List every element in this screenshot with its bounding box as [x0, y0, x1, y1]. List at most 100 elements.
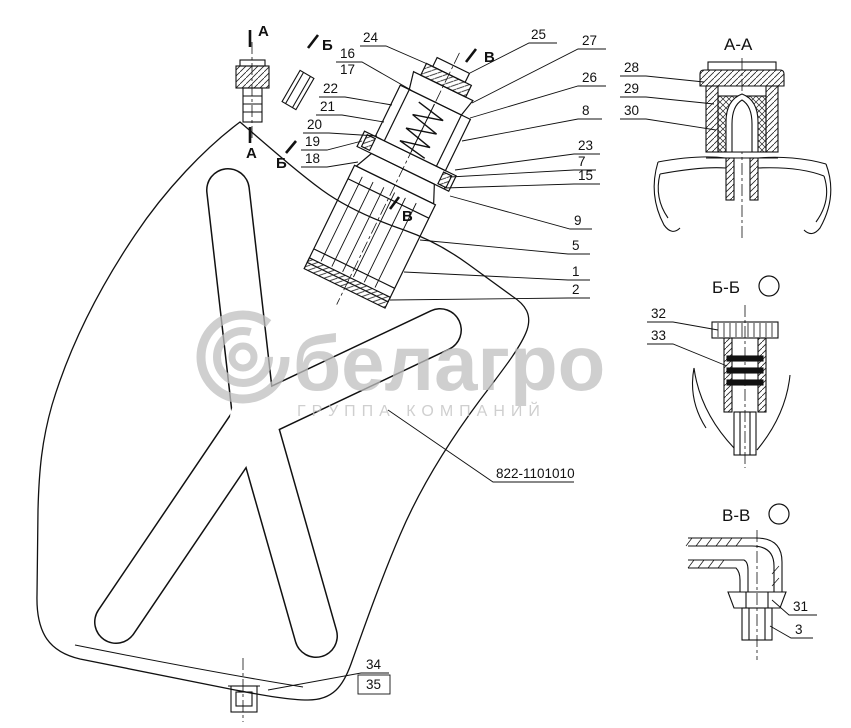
cut-letter-a-side: А — [246, 145, 257, 162]
callout-23: 23 — [454, 138, 600, 171]
svg-text:25: 25 — [531, 27, 546, 42]
flange-bolt-left — [360, 133, 377, 152]
tank-outer-contour — [36, 121, 530, 701]
cut-letter-b-top: Б — [322, 37, 333, 54]
assembly-axis-centerline — [336, 52, 460, 305]
svg-text:35: 35 — [366, 677, 381, 692]
svg-text:9: 9 — [574, 213, 582, 228]
svg-text:16: 16 — [340, 46, 355, 61]
breather-cap-top — [239, 59, 266, 67]
callout-30: 30 — [620, 103, 717, 131]
callout-29: 29 — [620, 81, 715, 105]
section-view-aa — [653, 58, 832, 238]
svg-text:3: 3 — [795, 622, 803, 637]
callout-8: 8 — [461, 103, 602, 142]
bb-seal-3 — [726, 379, 764, 386]
svg-text:15: 15 — [578, 168, 593, 183]
callout-24: 24 — [360, 30, 433, 67]
aa-inner-dome — [725, 93, 759, 153]
callout-26: 26 — [469, 70, 606, 119]
callout-5: 5 — [419, 238, 590, 255]
callout-15: 15 — [443, 168, 600, 189]
section-labels: А-А Б-Б В-В — [712, 35, 790, 525]
vv-elbow-outer — [688, 537, 783, 592]
svg-text:32: 32 — [651, 306, 666, 321]
callout-31: 31 — [771, 599, 817, 616]
svg-text:822-1101010: 822-1101010 — [496, 466, 575, 481]
svg-text:26: 26 — [582, 70, 597, 85]
svg-text:5: 5 — [572, 238, 580, 253]
svg-text:28: 28 — [624, 60, 639, 75]
tank-body-outline — [36, 121, 530, 701]
svg-text:17: 17 — [340, 62, 355, 77]
svg-text:34: 34 — [366, 657, 382, 672]
svg-text:33: 33 — [651, 328, 666, 343]
filter-mesh-pleats — [320, 176, 417, 288]
vv-rotation-mark-icon — [768, 503, 790, 525]
breather-cap — [235, 65, 270, 89]
svg-text:27: 27 — [582, 33, 597, 48]
section-label-aa: А-А — [724, 35, 753, 54]
svg-text:2: 2 — [572, 282, 580, 297]
aa-cap-flange — [699, 69, 785, 87]
svg-text:24: 24 — [363, 30, 379, 45]
cut-marks: А Б В А Б В — [246, 23, 495, 225]
callout-27: 27 — [471, 33, 606, 104]
aa-wall-right — [765, 85, 779, 153]
callout-19: 19 — [301, 134, 363, 151]
callouts: 24 16 17 22 21 20 19 18 25 — [267, 27, 817, 695]
watermark: белагро ГРУППА КОМПАНИЙ — [196, 310, 605, 420]
svg-text:31: 31 — [793, 599, 808, 614]
section-view-bb — [691, 305, 791, 468]
callout-3: 3 — [769, 622, 813, 639]
cut-letter-a-top: А — [258, 23, 269, 40]
callout-20: 20 — [303, 117, 378, 137]
svg-text:21: 21 — [320, 99, 335, 114]
callout-25: 25 — [469, 27, 557, 74]
flange-bolt-right — [437, 171, 453, 189]
drain-plug-inner — [235, 691, 253, 707]
bb-rotation-mark-icon — [758, 275, 780, 297]
callout-9: 9 — [449, 195, 592, 230]
callout-32: 32 — [647, 306, 719, 331]
cap-flange — [419, 62, 473, 98]
callout-2: 2 — [389, 282, 590, 301]
aa-tank-wall-left — [653, 156, 727, 232]
svg-text:23: 23 — [578, 138, 593, 153]
cut-letter-v-inner: В — [402, 208, 413, 225]
breather-tube — [281, 69, 315, 111]
section-label-vv: В-В — [722, 506, 750, 525]
svg-text:30: 30 — [624, 103, 639, 118]
callout-1: 1 — [403, 264, 590, 281]
bb-stem — [733, 411, 757, 456]
cut-letter-b-side: Б — [276, 155, 287, 172]
bb-seal-1 — [726, 355, 764, 362]
breather-body — [242, 87, 263, 123]
callout-28: 28 — [620, 60, 705, 83]
vv-nut — [727, 591, 787, 609]
vv-wall-hatch — [685, 537, 780, 587]
svg-text:20: 20 — [307, 117, 322, 132]
callout-7: 7 — [449, 154, 596, 178]
svg-text:1: 1 — [572, 264, 580, 279]
svg-text:8: 8 — [582, 103, 590, 118]
filter-bottom-cap — [303, 257, 392, 309]
part-number-label: 822-1101010 — [387, 409, 575, 483]
section-view-vv — [685, 530, 787, 660]
aa-stem-wall-right — [749, 157, 759, 201]
callout-22: 22 — [319, 81, 393, 106]
filler-filter-assembly — [303, 52, 474, 309]
svg-text:29: 29 — [624, 81, 639, 96]
bb-body-wall-right — [757, 337, 767, 413]
callout-34-35: 34 35 — [267, 657, 391, 695]
watermark-brand-text: белагро — [293, 319, 605, 407]
bb-body-wall-left — [723, 337, 733, 413]
valve-stem — [410, 103, 435, 152]
svg-text:22: 22 — [323, 81, 338, 96]
aa-tank-wall-right — [757, 156, 832, 235]
section-label-bb: Б-Б — [712, 278, 740, 297]
svg-text:7: 7 — [578, 154, 586, 169]
bb-cap-knurling — [717, 323, 773, 337]
